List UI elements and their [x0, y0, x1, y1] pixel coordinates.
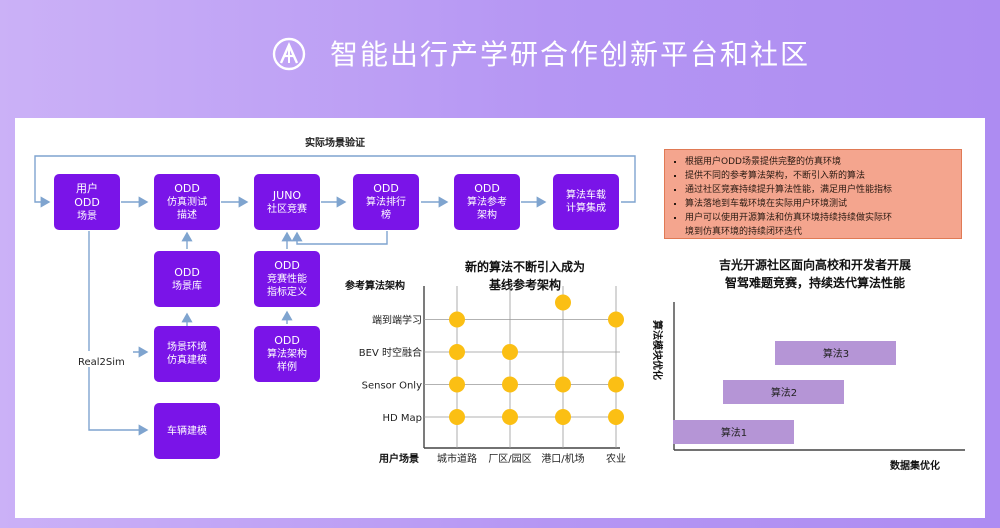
matrix-xtick-label: 城市道路: [437, 452, 477, 465]
note-item: 提供不同的参考算法架构，不断引入新的算法: [685, 169, 955, 183]
matrix-point: [502, 409, 518, 425]
matrix-point: [502, 376, 518, 393]
progress-chart: 算法模块优化 数据集优化 算法3 算法2 算法1: [651, 302, 965, 472]
feedback-label: 实际场景验证: [305, 136, 365, 149]
matrix-point: [608, 376, 624, 393]
box-vehicle-integration: 算法车载 计算集成: [553, 174, 619, 230]
matrix-point: [449, 409, 465, 425]
algo-bar-2: [723, 380, 844, 404]
box-odd-reference-arch: ODD 算法参考 架构: [454, 174, 520, 230]
matrix-point: [449, 376, 465, 393]
matrix-ylabel: 参考算法架构: [345, 279, 405, 292]
matrix-ytick-label: Sensor Only: [362, 381, 422, 392]
matrix-xtick-label: 农业: [606, 452, 626, 465]
matrix-point: [555, 294, 571, 311]
progress-ylabel: 算法模块优化: [651, 319, 664, 380]
box-odd-arch-example: ODD 算法架构 样例: [254, 326, 320, 382]
box-user-odd-scene: 用户 ODD 场景: [54, 174, 120, 230]
flow-connectors: 实际场景验证 Real2Sim: [34, 136, 636, 436]
algo-bar-3-label: 算法3: [823, 347, 849, 360]
matrix-chart: 参考算法架构 用户场景 HD Map Sensor Only BEV 时空融合 端到端…: [345, 279, 626, 465]
matrix-xtick-label: 港口/机场: [541, 452, 584, 465]
matrix-point: [608, 311, 624, 328]
matrix-point: [449, 344, 465, 360]
matrix-ytick-label: BEV 时空融合: [359, 346, 422, 359]
brand-logo-icon: [272, 37, 306, 71]
content-panel: 实际场景验证 Real2Sim 用户 ODD 场景 ODD 仿真测试 描述 JU…: [15, 118, 985, 518]
box-odd-scene-library: ODD 场景库: [154, 251, 220, 307]
note-item-continued: 境到仿真环境的持续闭环迭代: [685, 227, 803, 237]
notes-box: 根据用户ODD场景提供完整的仿真环境 提供不同的参考算法架构，不断引入新的算法 …: [664, 149, 962, 239]
note-item: 算法落地到车载环境在实际用户环境测试: [685, 197, 955, 211]
matrix-title: 新的算法不断引入成为 基线参考架构: [464, 260, 585, 292]
matrix-ytick-label: HD Map: [382, 413, 422, 424]
algo-bar-2-label: 算法2: [771, 386, 797, 399]
box-juno-competition: JUNO 社区竞赛: [254, 174, 320, 230]
matrix-point: [608, 409, 624, 425]
note-item: 用户可以使用开源算法和仿真环境持续持续做实际环: [685, 211, 955, 225]
matrix-point: [555, 409, 571, 425]
matrix-xtick-label: 厂区/园区: [488, 453, 531, 465]
matrix-point: [555, 376, 571, 393]
progress-title: 吉光开源社区面向高校和开发者开展 智驾难题竞赛，持续迭代算法性能: [718, 258, 911, 290]
matrix-point: [449, 311, 465, 328]
matrix-point: [502, 344, 518, 360]
box-scene-sim-modeling: 场景环境 仿真建模: [154, 326, 220, 382]
box-odd-sim-test: ODD 仿真测试 描述: [154, 174, 220, 230]
progress-xlabel: 数据集优化: [890, 459, 940, 472]
algo-bar-1: [673, 420, 794, 444]
matrix-xlabel: 用户场景: [378, 452, 419, 465]
matrix-ytick-label: 端到端学习: [372, 314, 422, 327]
real2sim-label: Real2Sim: [78, 357, 125, 368]
box-odd-metric-definition: ODD 竞赛性能 指标定义: [254, 251, 320, 307]
algo-bar-3: [775, 341, 896, 365]
page-title: 智能出行产学研合作创新平台和社区: [330, 38, 811, 71]
algo-bar-1-label: 算法1: [721, 426, 747, 439]
note-item: 根据用户ODD场景提供完整的仿真环境: [685, 155, 955, 169]
box-odd-ranking: ODD 算法排行 榜: [353, 174, 419, 230]
note-item: 通过社区竞赛持续提升算法性能，满足用户性能指标: [685, 183, 955, 197]
box-vehicle-modeling: 车辆建模: [154, 403, 220, 459]
